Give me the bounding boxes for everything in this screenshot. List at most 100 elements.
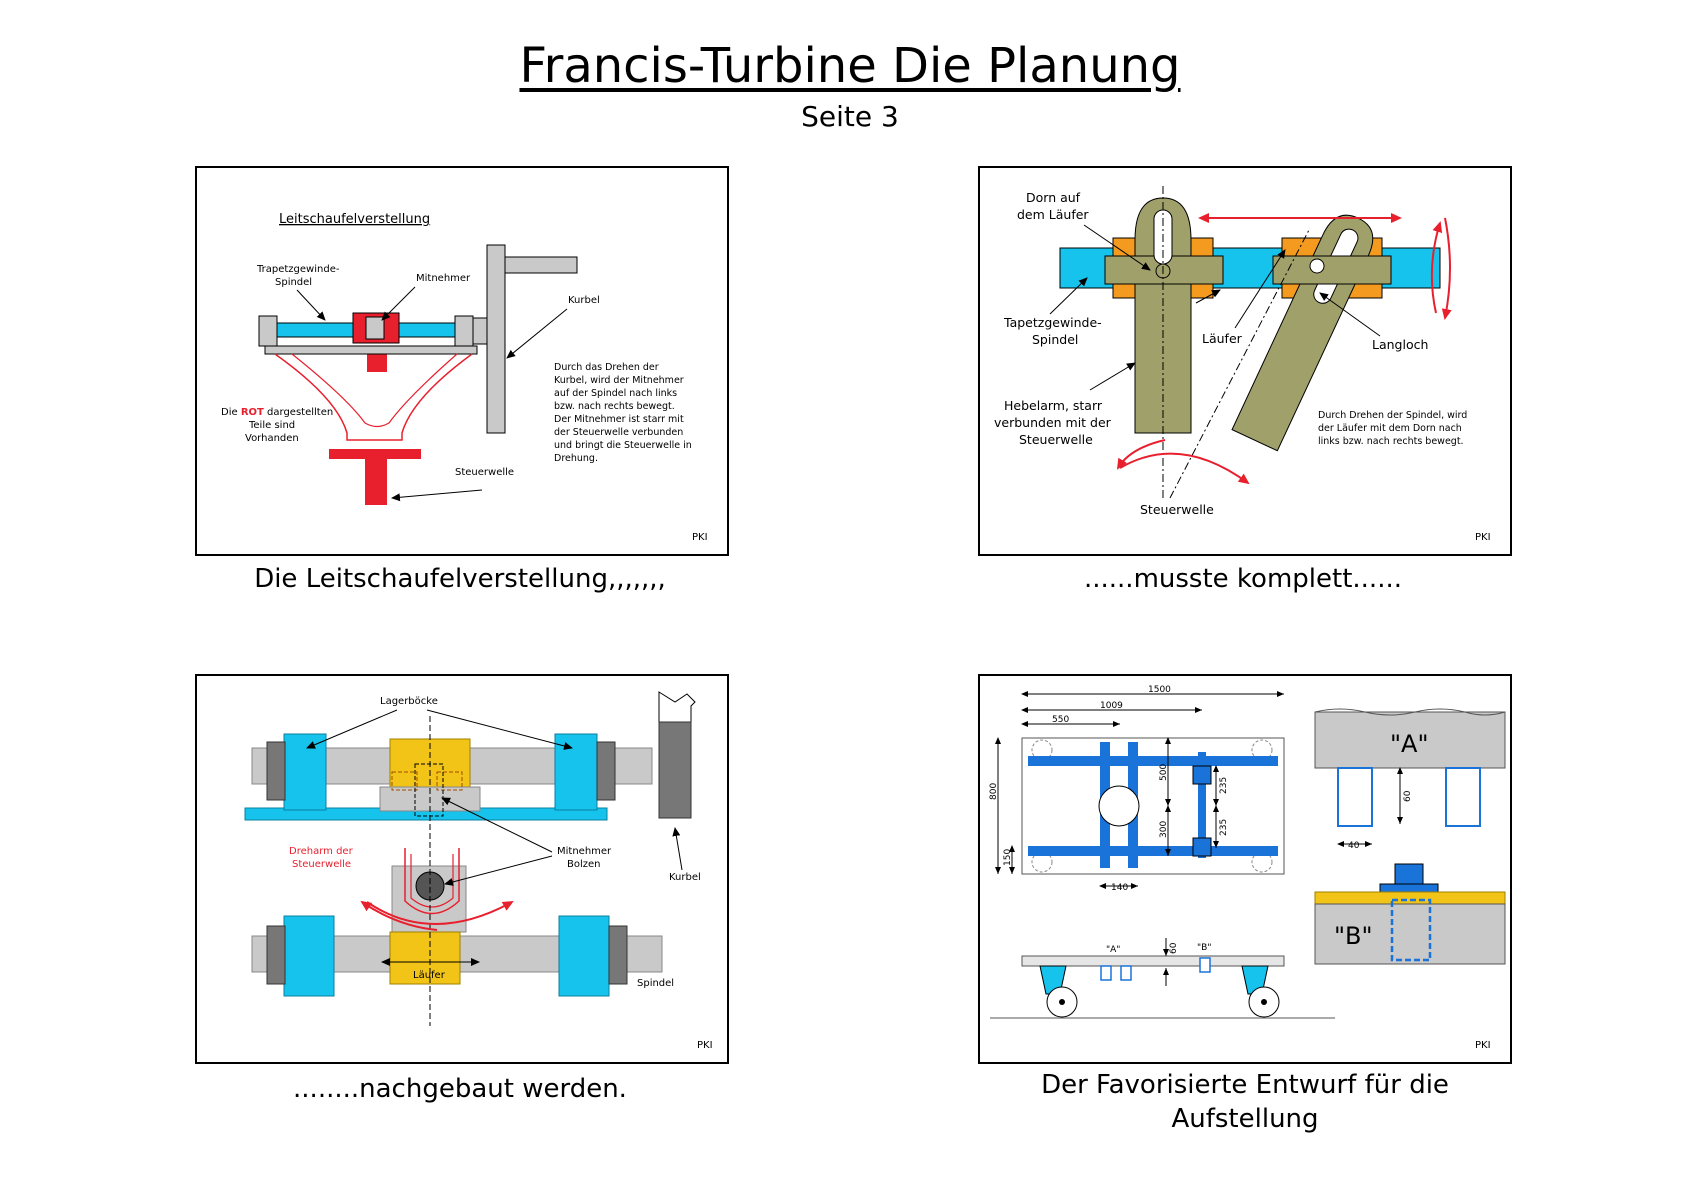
bearing-b xyxy=(1192,837,1212,857)
detail-b-hidden xyxy=(1390,898,1432,962)
arrow-bearing-right xyxy=(426,709,573,750)
detail-a-slab xyxy=(1314,711,1506,769)
arrow-shaft xyxy=(391,489,483,502)
frame-side-view xyxy=(1021,955,1285,967)
signature: PKI xyxy=(697,1040,713,1051)
dim-500-label: 500 xyxy=(1159,764,1169,781)
note-text: Durch Drehen der Spindel, wird der Läufe… xyxy=(1318,410,1470,447)
caption-panel-3: ........nachgebaut werden. xyxy=(293,1074,627,1104)
label-pin-1: Dorn auf xyxy=(1026,190,1081,205)
label-spindle-2: Spindel xyxy=(275,277,312,288)
arrow-lever xyxy=(1089,362,1136,391)
arrow-rotation-left xyxy=(1116,439,1166,470)
shaft-flange xyxy=(329,449,421,459)
label-lever-2: verbunden mit der xyxy=(994,415,1112,430)
panel-mechanism: Dorn auf dem Läufer Tapetzgewinde- Spind… xyxy=(978,166,1512,556)
dim-40-label: 40 xyxy=(1348,841,1360,851)
side-label-a: "A" xyxy=(1106,945,1120,955)
bearing-bottom-left xyxy=(283,915,335,997)
label-shaft: Steuerwelle xyxy=(1140,502,1214,517)
detail-b-plate xyxy=(1379,883,1439,893)
dim-235b-label: 235 xyxy=(1219,819,1229,836)
label-spindle-1: Tapetzgewinde- xyxy=(1003,315,1102,330)
diagram-rebuild: Lagerböcke Dreharm der Steuerwelle Mitne… xyxy=(244,691,713,1051)
dim-60-side: 60 xyxy=(1169,942,1179,954)
arrow-dog xyxy=(381,286,416,321)
caption-panel-1: Die Leitschaufelverstellung,,,,,,, xyxy=(254,564,666,594)
detail-a-break xyxy=(1314,708,1506,716)
label-lever-1: Hebelarm, starr xyxy=(1004,398,1103,413)
label-red-3: Vorhanden xyxy=(245,433,299,444)
crank-arm xyxy=(486,244,506,434)
side-label-b: "B" xyxy=(1197,943,1211,953)
dog-insert xyxy=(365,316,385,340)
crank-plate xyxy=(658,721,692,819)
funnel-inner xyxy=(291,353,458,428)
label-bearing: Lagerböcke xyxy=(380,696,438,707)
label-dog-2: Bolzen xyxy=(567,859,601,870)
label-slot: Langloch xyxy=(1372,337,1428,352)
dim-300-label: 300 xyxy=(1159,821,1169,838)
bearing-bottom-right xyxy=(558,915,610,997)
arrow-pin xyxy=(1083,224,1151,271)
arrow-dog-top xyxy=(441,797,553,853)
label-crank: Kurbel xyxy=(568,295,600,306)
frame-beam xyxy=(264,345,478,355)
runner-bottom xyxy=(389,931,461,985)
diagram-leitschaufelverstellung: Leitschaufelverstellung Trapetzgewinde- … xyxy=(221,212,708,543)
label-dog: Mitnehmer xyxy=(416,273,471,284)
dim-60-a-label: 60 xyxy=(1403,790,1413,802)
arrow-swing-left xyxy=(360,900,438,931)
arrow-runner-right xyxy=(1234,249,1286,329)
crank-handle xyxy=(504,256,578,274)
label-spindle: Spindel xyxy=(637,978,674,989)
dim-150-label: 150 xyxy=(1003,849,1013,866)
signature: PKI xyxy=(692,532,708,543)
arrow-spindle xyxy=(296,289,326,321)
dim-1500-label: 1500 xyxy=(1148,685,1171,695)
detail-b-slab xyxy=(1314,903,1506,965)
arm-slot xyxy=(410,854,454,908)
detail-label-a: "A" xyxy=(1390,730,1429,758)
bearing-bottom-cap-left xyxy=(266,925,286,985)
crank-hub xyxy=(472,317,488,345)
label-arm-2: Steuerwelle xyxy=(292,859,351,870)
label-shaft: Steuerwelle xyxy=(455,467,514,478)
side-a-2 xyxy=(1120,965,1132,981)
detail-b-beam xyxy=(1314,891,1506,905)
dim-235a-label: 235 xyxy=(1219,777,1229,794)
bearing-left xyxy=(258,315,278,347)
arrow-swing-right xyxy=(366,901,514,925)
dim-1009-label: 1009 xyxy=(1100,701,1123,711)
signature: PKI xyxy=(1475,532,1491,543)
beam-bottom xyxy=(1028,846,1278,856)
side-b xyxy=(1199,957,1211,973)
hidden-left xyxy=(391,771,418,791)
arrow-spin-up xyxy=(1430,221,1443,314)
dim-550-label: 550 xyxy=(1052,715,1069,725)
arrow-crank xyxy=(506,308,568,359)
detail-a-foot-right xyxy=(1445,767,1481,827)
spindle-support xyxy=(1198,752,1206,858)
wheel-right-hub xyxy=(1261,999,1267,1005)
bearing-block-right xyxy=(554,733,598,811)
label-arm-1: Dreharm der xyxy=(289,846,354,857)
beam-top xyxy=(1028,756,1278,766)
turbine-opening xyxy=(1098,785,1140,827)
dog-bolt xyxy=(415,871,445,901)
funnel-outer xyxy=(274,353,473,441)
panel-setup-design: 1500 1009 550 800 150 500 300 235 235 14… xyxy=(978,674,1512,1064)
label-red-1: Die ROT dargestellten xyxy=(221,407,333,418)
side-a-1 xyxy=(1100,965,1112,981)
note-text: Durch das Drehen der Kurbel, wird der Mi… xyxy=(554,362,695,464)
caption-panel-2: ......musste komplett...... xyxy=(1083,564,1402,594)
diagram-setup-design: 1500 1009 550 800 150 500 300 235 235 14… xyxy=(989,685,1506,1051)
arm-outline xyxy=(404,848,460,915)
label-spindle-2: Spindel xyxy=(1032,332,1078,347)
wheel-left-hub xyxy=(1059,999,1065,1005)
arrow-bearing-left xyxy=(306,709,398,749)
label-lever-3: Steuerwelle xyxy=(1019,432,1093,447)
diagram-mechanism: Dorn auf dem Läufer Tapetzgewinde- Spind… xyxy=(994,186,1491,543)
label-dog-1: Mitnehmer xyxy=(557,846,612,857)
label-pin-2: dem Läufer xyxy=(1017,207,1089,222)
